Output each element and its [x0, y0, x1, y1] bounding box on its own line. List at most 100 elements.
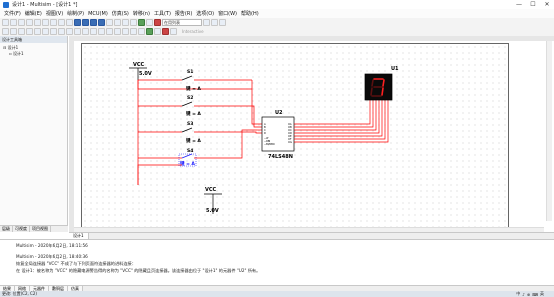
schematic-workspace[interactable]: 1 VCC 5.0V S1 键 = A S2 键 = A S3 键 =	[69, 36, 554, 232]
horizontal-scrollbar[interactable]	[74, 227, 544, 232]
database-icon[interactable]	[122, 19, 129, 26]
menu-window[interactable]: 窗口(W)	[218, 11, 237, 17]
mcu-component-icon[interactable]	[122, 28, 129, 35]
vertical-scrollbar[interactable]	[546, 41, 552, 221]
undo-icon[interactable]	[58, 19, 65, 26]
menu-simulate[interactable]: 仿真(S)	[111, 11, 129, 17]
schematic-sheet[interactable]: 1 VCC 5.0V S1 键 = A S2 键 = A S3 键 =	[81, 38, 509, 228]
run-button-icon[interactable]	[146, 28, 153, 35]
tab-components[interactable]: 元器件	[30, 286, 49, 291]
print-icon[interactable]	[26, 19, 33, 26]
tab-project-view[interactable]: 项目视图	[30, 226, 51, 232]
transistor-component-icon[interactable]	[26, 28, 33, 35]
analog-component-icon[interactable]	[34, 28, 41, 35]
menu-reports[interactable]: 报告(R)	[174, 11, 193, 17]
menu-place[interactable]: 绘制(P)	[67, 11, 85, 17]
pause-button-icon[interactable]	[154, 28, 161, 35]
cmos-component-icon[interactable]	[50, 28, 57, 35]
window-controls: — ☐ ✕	[512, 0, 554, 9]
chip-74ls48n-body[interactable]	[261, 116, 295, 152]
run-simulation-icon[interactable]	[138, 19, 145, 26]
in-use-list-select[interactable]: 在用列表	[162, 19, 202, 26]
save-icon[interactable]	[18, 19, 25, 26]
menu-options[interactable]: 选项(O)	[196, 11, 215, 17]
copy-icon[interactable]	[42, 19, 49, 26]
tab-results[interactable]: 结果	[0, 286, 15, 291]
menu-help[interactable]: 帮助(H)	[241, 11, 259, 17]
source-component-icon[interactable]	[2, 28, 9, 35]
component-toolbar: Interactive	[0, 27, 554, 36]
menu-bar: 文件(F) 编辑(E) 视图(V) 绘制(P) MCU(M) 仿真(S) 转移(…	[0, 9, 554, 18]
advanced-peripherals-icon[interactable]	[98, 28, 105, 35]
system-tray: 中 ♪ ⊕ ⌨ 英	[516, 291, 544, 297]
new-file-icon[interactable]	[2, 19, 9, 26]
status-text: 更改: 位置(C2, C2)	[2, 291, 37, 296]
ttl-component-icon[interactable]	[42, 28, 49, 35]
svg-text:~BI/RBO: ~BI/RBO	[264, 142, 275, 146]
chip-u2-part: 74LS48N	[268, 154, 293, 160]
power-component-icon[interactable]	[82, 28, 89, 35]
menu-view[interactable]: 视图(V)	[45, 11, 64, 17]
svg-text:~LT: ~LT	[264, 136, 269, 140]
output-line-3: 恢复全局连接器 "VCC" 不成了与下列页面符连接器的进料连接：	[16, 261, 136, 266]
stop-button-icon[interactable]	[162, 28, 169, 35]
grapher-icon[interactable]	[211, 19, 218, 26]
cut-icon[interactable]	[34, 19, 41, 26]
close-button[interactable]: ✕	[544, 1, 550, 8]
keyboard-icon[interactable]: ⌨	[532, 291, 538, 297]
spreadsheet-icon[interactable]	[114, 19, 121, 26]
tab-nets[interactable]: 网络	[15, 286, 30, 291]
tab-visibility[interactable]: 可视度	[13, 226, 30, 232]
misc-digital-icon[interactable]	[58, 28, 65, 35]
tab-copper-layers[interactable]: 敷铜层	[49, 286, 68, 291]
pause-simulation-icon[interactable]	[146, 19, 153, 26]
tab-hierarchy[interactable]: 层级	[0, 226, 13, 232]
redo-icon[interactable]	[66, 19, 73, 26]
basic-component-icon[interactable]	[10, 28, 17, 35]
output-line-2: Multisim - 2020年6月2日, 18:40:36	[16, 254, 88, 259]
output-line-4: 在 设计1：被名称为 "VCC" 的隐藏电源警告得的名称为 "VCC" 的隐藏且…	[16, 268, 261, 273]
zoom-area-icon[interactable]	[90, 19, 97, 26]
interactive-mode-icon[interactable]	[170, 28, 177, 35]
minimize-button[interactable]: —	[516, 1, 522, 8]
tab-design1[interactable]: 设计1	[69, 233, 89, 239]
switch-s2-key: 键 = A	[185, 110, 201, 117]
network-icon[interactable]: ⊕	[526, 291, 531, 297]
ime-chinese-icon[interactable]: 中	[516, 291, 521, 296]
ime-english-icon[interactable]: 英	[540, 291, 544, 296]
multisim-app-icon	[3, 1, 9, 8]
menu-transfer[interactable]: 转移(n)	[132, 11, 150, 17]
tree-item-root[interactable]: ⊟ 设计1	[3, 45, 19, 50]
rf-component-icon[interactable]	[106, 28, 113, 35]
hierarchical-block-icon[interactable]	[130, 28, 137, 35]
stop-simulation-icon[interactable]	[154, 19, 161, 26]
switch-s4-selection[interactable]	[178, 153, 197, 167]
menu-edit[interactable]: 编辑(E)	[24, 11, 42, 17]
misc-component-icon[interactable]	[90, 28, 97, 35]
postprocessor-icon[interactable]	[219, 19, 226, 26]
paste-icon[interactable]	[50, 19, 57, 26]
tab-simulation[interactable]: 仿真	[68, 286, 83, 291]
zoom-in-icon[interactable]	[74, 19, 81, 26]
switch-s4-name: S4	[187, 148, 193, 154]
open-folder-icon[interactable]	[10, 19, 17, 26]
zoom-fit-icon[interactable]	[98, 19, 105, 26]
menu-file[interactable]: 文件(F)	[4, 11, 21, 17]
bus-icon[interactable]	[138, 28, 145, 35]
menu-mcu[interactable]: MCU(M)	[88, 10, 108, 17]
tree-item-sheet[interactable]: ▫ 设计1	[9, 51, 24, 56]
maximize-button[interactable]: ☐	[530, 1, 536, 8]
design-toolbox-header: 设计工具箱	[0, 36, 67, 43]
indicator-component-icon[interactable]	[74, 28, 81, 35]
menu-tools[interactable]: 工具(T)	[153, 11, 171, 17]
mixed-component-icon[interactable]	[66, 28, 73, 35]
diode-component-icon[interactable]	[18, 28, 25, 35]
component-wizard-icon[interactable]	[130, 19, 137, 26]
switch-s3-key: 键 = A	[185, 137, 201, 144]
help-icon[interactable]	[203, 19, 210, 26]
sound-icon[interactable]: ♪	[522, 291, 525, 297]
design-toolbox-icon[interactable]	[106, 19, 113, 26]
top-ruler	[69, 36, 554, 41]
zoom-out-icon[interactable]	[82, 19, 89, 26]
electromechanical-icon[interactable]	[114, 28, 121, 35]
